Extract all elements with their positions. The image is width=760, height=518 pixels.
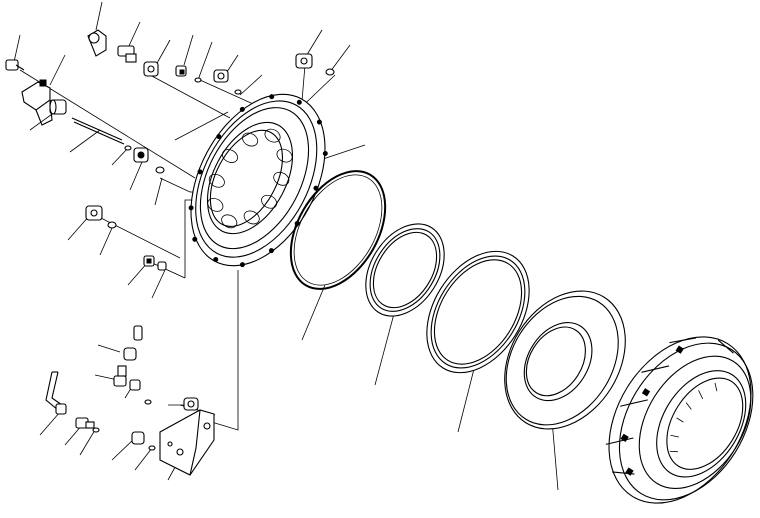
callout-line (99, 227, 113, 256)
small-parts-top (5, 29, 335, 174)
internal-teeth (669, 382, 718, 453)
assembly-line (94, 214, 181, 259)
bushing-icon (49, 99, 67, 115)
assembly-line (149, 74, 231, 119)
callout-line (551, 419, 559, 491)
drum-ribs (605, 337, 734, 476)
callout-line (301, 284, 326, 341)
oring-icon (144, 399, 152, 405)
callout-line (329, 44, 351, 73)
callout-line (111, 437, 136, 461)
callout-line (29, 111, 56, 131)
callout-line (134, 447, 153, 471)
callout-lines (13, 1, 559, 491)
callout-line (39, 411, 61, 436)
thrust-plate (504, 290, 626, 430)
callout-line (319, 144, 366, 161)
oring-icon (124, 145, 132, 151)
callout-line (13, 34, 21, 63)
bolt-icon (85, 205, 103, 221)
callout-line (95, 1, 103, 31)
fitting-icon (55, 403, 67, 415)
fitting-icon (213, 69, 229, 83)
small-parts-bottom (45, 325, 215, 476)
callout-line (127, 21, 141, 49)
fitting-icon (117, 45, 137, 63)
pipe-icon (45, 371, 63, 411)
elbow-fitting-icon (87, 29, 107, 57)
flange-housing (188, 93, 328, 268)
mounting-bracket-icon (159, 409, 215, 476)
callout-line (457, 364, 476, 433)
plug-icon (133, 325, 143, 341)
assembly-line (174, 111, 229, 141)
callout-line (154, 177, 163, 206)
housing-drum (605, 336, 754, 504)
bracket-icon (21, 79, 53, 126)
small-parts-middle (85, 205, 167, 271)
callout-line (197, 41, 213, 81)
assembly-line (204, 270, 239, 431)
seal-ring (365, 223, 445, 317)
bolt-icon (183, 397, 199, 411)
callout-line (129, 161, 143, 191)
internal-pockets (207, 128, 293, 229)
fitting-icon (157, 261, 167, 271)
callout-line (183, 34, 194, 66)
oring-icon (92, 427, 100, 433)
callout-line (304, 29, 323, 59)
o-ring-large (289, 170, 387, 290)
callout-line (239, 74, 263, 96)
callout-line (151, 269, 166, 299)
callout-line (69, 129, 101, 153)
fitting-icon (175, 65, 187, 77)
oring-icon (148, 445, 156, 451)
fitting-icon (143, 61, 159, 77)
oring-icon (234, 89, 242, 95)
fitting-icon (75, 417, 95, 429)
fitting-icon (123, 347, 137, 361)
callout-line (155, 39, 171, 66)
fitting-icon (131, 431, 145, 445)
spacer-ring (426, 250, 530, 374)
elbow-fitting-icon (113, 365, 127, 387)
callout-line (97, 344, 121, 353)
callout-line (49, 54, 66, 86)
oring-icon (107, 221, 117, 229)
callout-line (79, 429, 96, 456)
fitting-icon (129, 379, 141, 391)
oring-icon (325, 68, 335, 76)
callout-line (374, 309, 396, 386)
nut-icon (133, 147, 149, 163)
pin-icon (71, 117, 125, 145)
oring-icon (194, 77, 202, 83)
fitting-icon (143, 255, 155, 267)
oring-icon (155, 166, 165, 174)
bolt-icon (5, 59, 25, 71)
assembly-line (149, 261, 186, 279)
bolt-icon (295, 53, 313, 69)
callout-line (111, 147, 129, 166)
